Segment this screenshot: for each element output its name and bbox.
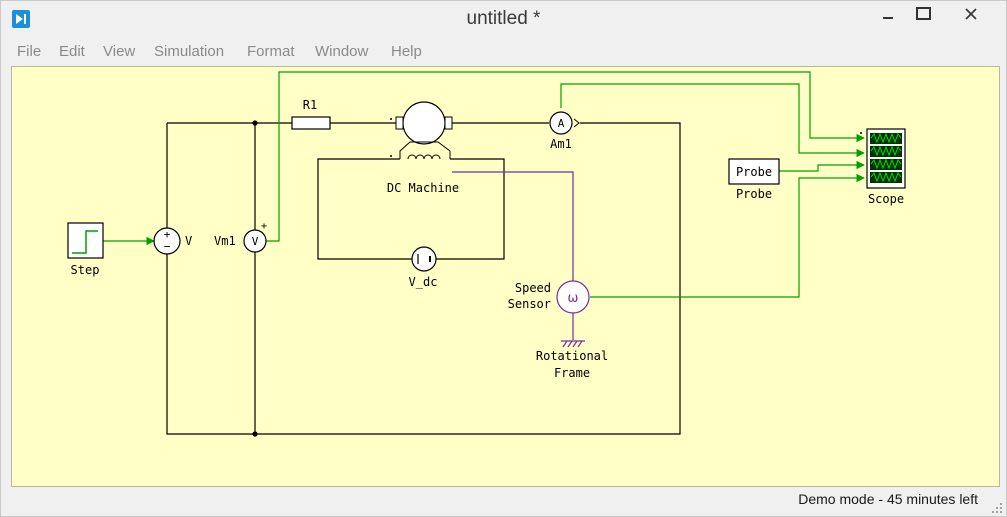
svg-text:V: V bbox=[252, 235, 259, 248]
svg-text:+: + bbox=[164, 228, 171, 241]
svg-text:−: − bbox=[164, 240, 171, 253]
speed-sensor[interactable]: ω bbox=[556, 280, 590, 314]
resistor-r1-label: R1 bbox=[303, 98, 317, 112]
menu-file[interactable]: File bbox=[17, 43, 42, 60]
rotational-frame-label-line1: Rotational bbox=[536, 349, 608, 363]
mechanical-wires bbox=[452, 171, 574, 340]
menu-simulation[interactable]: Simulation bbox=[154, 43, 225, 60]
scope-block[interactable] bbox=[860, 128, 906, 189]
close-button[interactable] bbox=[947, 1, 1005, 31]
menu-format[interactable]: Format bbox=[247, 43, 295, 60]
resistor-r1[interactable] bbox=[291, 116, 331, 130]
window-title: untitled * bbox=[466, 8, 541, 29]
electrical-wires bbox=[166, 120, 681, 437]
status-text: Demo mode - 45 minutes left bbox=[798, 491, 978, 507]
menu-bar: File Edit View Simulation Format Window … bbox=[1, 39, 1006, 65]
step-block[interactable] bbox=[67, 222, 104, 259]
rotational-frame[interactable] bbox=[561, 340, 585, 348]
schematic-canvas[interactable]: Step + − V V + Vm1 R1 bbox=[11, 66, 1000, 487]
minimize-button[interactable] bbox=[871, 1, 917, 31]
probe-block[interactable] bbox=[728, 158, 780, 185]
voltmeter[interactable]: V + bbox=[243, 221, 267, 253]
voltage-source[interactable]: + − bbox=[153, 227, 181, 255]
ammeter-label: Am1 bbox=[550, 137, 572, 151]
close-icon bbox=[965, 8, 977, 20]
title-bar: untitled * bbox=[1, 1, 1006, 38]
step-label: Step bbox=[71, 263, 100, 277]
probe-block-text: Probe bbox=[736, 165, 772, 179]
maximize-icon bbox=[916, 7, 931, 20]
speed-sensor-label-line1: Speed bbox=[515, 281, 551, 295]
svg-text:A: A bbox=[558, 117, 565, 130]
svg-text:+: + bbox=[261, 221, 267, 232]
rotational-frame-label-line2: Frame bbox=[554, 366, 590, 380]
dc-voltage-source-label: V_dc bbox=[409, 275, 438, 289]
maximize-button[interactable] bbox=[904, 1, 950, 31]
menu-window[interactable]: Window bbox=[315, 43, 369, 60]
menu-help[interactable]: Help bbox=[391, 43, 422, 60]
signal-wires bbox=[102, 71, 865, 298]
scope-label: Scope bbox=[868, 192, 904, 206]
dc-voltage-source[interactable] bbox=[411, 246, 437, 272]
speed-sensor-label-line2: Sensor bbox=[508, 297, 551, 311]
resize-grip-icon[interactable] bbox=[992, 503, 1002, 513]
voltage-source-label: V bbox=[185, 234, 192, 248]
probe-label: Probe bbox=[736, 187, 772, 201]
dc-machine-label: DC Machine bbox=[387, 181, 459, 195]
menu-view[interactable]: View bbox=[103, 43, 136, 60]
voltmeter-label: Vm1 bbox=[214, 234, 236, 248]
minimize-icon bbox=[883, 17, 893, 19]
status-bar: Demo mode - 45 minutes left bbox=[1, 486, 1006, 516]
dc-machine[interactable] bbox=[390, 101, 453, 160]
ammeter[interactable]: A bbox=[549, 111, 580, 135]
menu-edit[interactable]: Edit bbox=[59, 43, 85, 60]
app-icon bbox=[12, 10, 30, 28]
svg-text:ω: ω bbox=[568, 291, 579, 306]
